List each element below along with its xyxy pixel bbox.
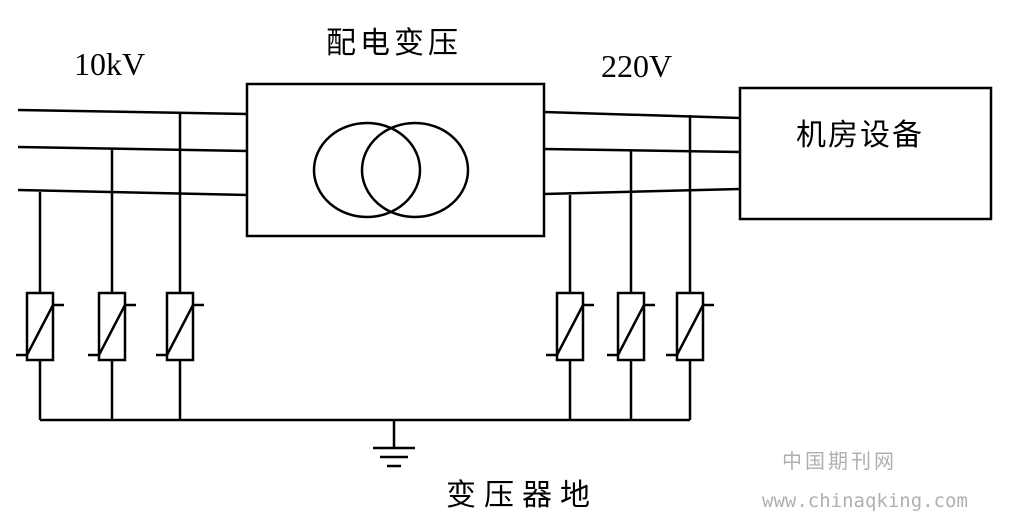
input-line-1	[17, 108, 249, 116]
transformer-label: 配电变压	[326, 26, 462, 61]
surge-protector-in-2	[88, 149, 136, 420]
input-line-3	[17, 188, 249, 197]
equipment-box	[738, 86, 993, 221]
watermark-url: www.chinaqking.com	[762, 490, 968, 512]
transformer-box	[245, 82, 546, 238]
transformer-coil-primary	[312, 121, 422, 219]
output-line-2	[543, 147, 741, 154]
transformer-coil-secondary	[360, 121, 470, 219]
surge-protector-out-3	[666, 115, 714, 420]
output-voltage-label: 220V	[601, 48, 673, 84]
output-line-1	[543, 110, 741, 120]
surge-protector-out-1	[546, 195, 594, 420]
output-line-3	[543, 187, 741, 196]
ground-label: 变压器地	[446, 478, 598, 513]
input-voltage-label: 10kV	[74, 46, 146, 82]
ground-icon	[373, 420, 415, 468]
input-line-2	[17, 145, 249, 153]
surge-protector-in-3	[156, 113, 204, 420]
equipment-label: 机房设备	[796, 118, 924, 153]
watermark-site-name: 中国期刊网	[782, 449, 897, 473]
surge-protector-out-2	[607, 150, 655, 420]
surge-protector-in-1	[16, 192, 64, 420]
